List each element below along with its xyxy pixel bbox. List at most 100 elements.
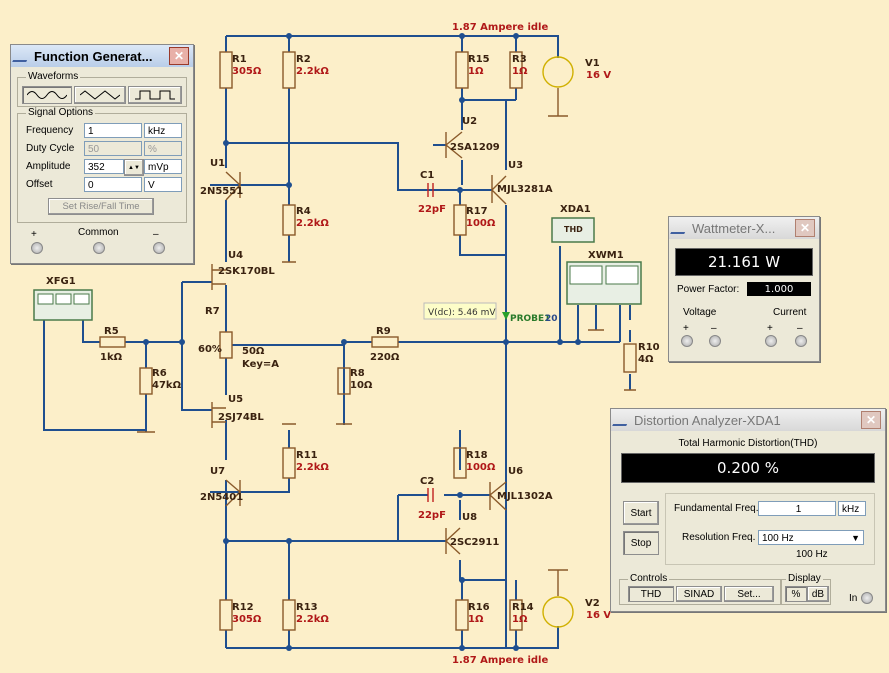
r11-name: R11 <box>296 450 318 461</box>
r10-value: 4Ω <box>638 354 654 365</box>
r12-name: R12 <box>232 602 254 613</box>
frequency-unit-select[interactable]: kHz <box>144 123 182 138</box>
common-terminal[interactable] <box>93 242 105 254</box>
function-generator-window: Function Generat... ✕ Waveforms Signal O… <box>10 44 194 264</box>
r2-name: R2 <box>296 54 311 65</box>
r4-name: R4 <box>296 206 311 217</box>
close-icon[interactable]: ✕ <box>169 47 189 65</box>
r7-percent: 60% <box>198 344 222 355</box>
u3-name: U3 <box>508 160 523 171</box>
set-button[interactable]: Set... <box>724 586 774 602</box>
c1-value: 22pF <box>418 204 446 215</box>
r7-key: Key=A <box>242 359 279 370</box>
display-group: Display % dB <box>781 573 831 605</box>
db-button[interactable]: dB <box>807 586 829 602</box>
xwm1-name: XWM1 <box>588 250 624 261</box>
u5-value: 2SJ74BL <box>218 412 264 423</box>
multisim-icon <box>12 50 32 62</box>
r2-value: 2.2kΩ <box>296 66 329 77</box>
fundamental-freq-label: Fundamental Freq. <box>674 503 759 514</box>
resolution-freq-value: 100 Hz <box>762 533 794 544</box>
offset-unit-select[interactable]: V <box>144 177 182 192</box>
sinad-button[interactable]: SINAD <box>676 586 722 602</box>
wattmeter-titlebar[interactable]: Wattmeter-X... ✕ <box>669 217 819 239</box>
r9-value: 220Ω <box>370 352 400 363</box>
plus-terminal-label: + <box>31 229 37 240</box>
u5-name: U5 <box>228 394 243 405</box>
offset-input[interactable]: 0 <box>84 177 142 192</box>
triangle-wave-button[interactable] <box>74 86 126 104</box>
voltage-minus-terminal[interactable] <box>709 335 721 347</box>
resolution-freq-display: 100 Hz <box>796 549 828 560</box>
amplitude-input[interactable]: 352 <box>84 159 124 174</box>
minus-terminal[interactable] <box>153 242 165 254</box>
distortion-analyzer-title: Distortion Analyzer-XDA1 <box>634 412 781 428</box>
square-wave-button[interactable] <box>128 86 182 104</box>
r15-name: R15 <box>468 54 490 65</box>
distortion-analyzer-window: Distortion Analyzer-XDA1 ✕ Total Harmoni… <box>610 408 886 612</box>
r5-name: R5 <box>104 326 119 337</box>
close-icon[interactable]: ✕ <box>795 219 815 237</box>
fundamental-freq-unit[interactable]: kHz <box>838 501 866 516</box>
set-rise-fall-button[interactable]: Set Rise/Fall Time <box>48 198 154 215</box>
r12-value: 305Ω <box>232 614 262 625</box>
plus-terminal[interactable] <box>31 242 43 254</box>
percent-button[interactable]: % <box>785 586 807 602</box>
multisim-icon <box>612 414 632 426</box>
duty-cycle-unit: % <box>144 141 182 156</box>
current-plus-terminal[interactable] <box>765 335 777 347</box>
sine-wave-button[interactable] <box>22 86 72 104</box>
r6-name: R6 <box>152 368 167 379</box>
r9-name: R9 <box>376 326 391 337</box>
r1-name: R1 <box>232 54 247 65</box>
xda1-thd: THD <box>564 225 583 234</box>
stop-button[interactable]: Stop <box>623 531 659 555</box>
distortion-analyzer-titlebar[interactable]: Distortion Analyzer-XDA1 ✕ <box>611 409 885 431</box>
v2-value: 16 V <box>586 610 611 621</box>
u7-value: 2N5401 <box>200 492 243 503</box>
u1-name: U1 <box>210 158 225 169</box>
r18-value: 100Ω <box>466 462 496 473</box>
probe-label: PROBE1 <box>510 314 550 324</box>
v2-name: V2 <box>585 598 600 609</box>
r5-value: 1kΩ <box>100 352 123 363</box>
resolution-freq-select[interactable]: 100 Hz ▼ <box>758 530 864 545</box>
triangle-wave-icon <box>80 90 120 100</box>
voltage-plus-terminal[interactable] <box>681 335 693 347</box>
display-label: Display <box>786 573 823 584</box>
xfg1-name: XFG1 <box>46 276 76 287</box>
waveforms-group: Waveforms <box>17 71 187 107</box>
offset-label: Offset <box>26 179 53 190</box>
close-icon[interactable]: ✕ <box>861 411 881 429</box>
fundamental-freq-input[interactable]: 1 <box>758 501 836 516</box>
frequency-group: Fundamental Freq. 1 kHz Resolution Freq.… <box>665 493 875 565</box>
current-label: Current <box>773 307 807 318</box>
amplitude-stepper[interactable]: ▲▼ <box>124 159 144 176</box>
start-button[interactable]: Start <box>623 501 659 525</box>
v1-name: V1 <box>585 58 600 69</box>
thd-button[interactable]: THD <box>628 586 674 602</box>
u8-name: U8 <box>462 512 477 523</box>
amplitude-unit-select[interactable]: mVp <box>144 159 182 174</box>
chevron-down-icon[interactable]: ▼ <box>851 533 860 543</box>
u6-value: MJL1302A <box>497 491 553 502</box>
resolution-freq-label: Resolution Freq. <box>682 532 756 543</box>
frequency-input[interactable]: 1 <box>84 123 142 138</box>
wattmeter-title: Wattmeter-X... <box>692 220 776 236</box>
duty-cycle-input[interactable]: 50 <box>84 141 142 156</box>
function-generator-titlebar[interactable]: Function Generat... ✕ <box>11 45 193 67</box>
r16-value: 1Ω <box>468 614 484 625</box>
r14-value: 1Ω <box>512 614 528 625</box>
wattmeter-window: Wattmeter-X... ✕ 21.161 W Power Factor: … <box>668 216 820 362</box>
r3-value: 1Ω <box>512 66 528 77</box>
square-wave-icon <box>135 90 175 100</box>
u2-value: 2SA1209 <box>450 142 500 153</box>
c2-value: 22pF <box>418 510 446 521</box>
current-minus-terminal[interactable] <box>795 335 807 347</box>
sine-wave-icon <box>27 91 67 99</box>
probe-reading: V(dc): 5.46 mV <box>428 308 496 318</box>
minus-terminal-label: – <box>153 229 159 240</box>
input-terminal[interactable] <box>861 592 873 604</box>
bottom-idle-note: 1.87 Ampere idle <box>452 655 548 666</box>
r13-value: 2.2kΩ <box>296 614 329 625</box>
